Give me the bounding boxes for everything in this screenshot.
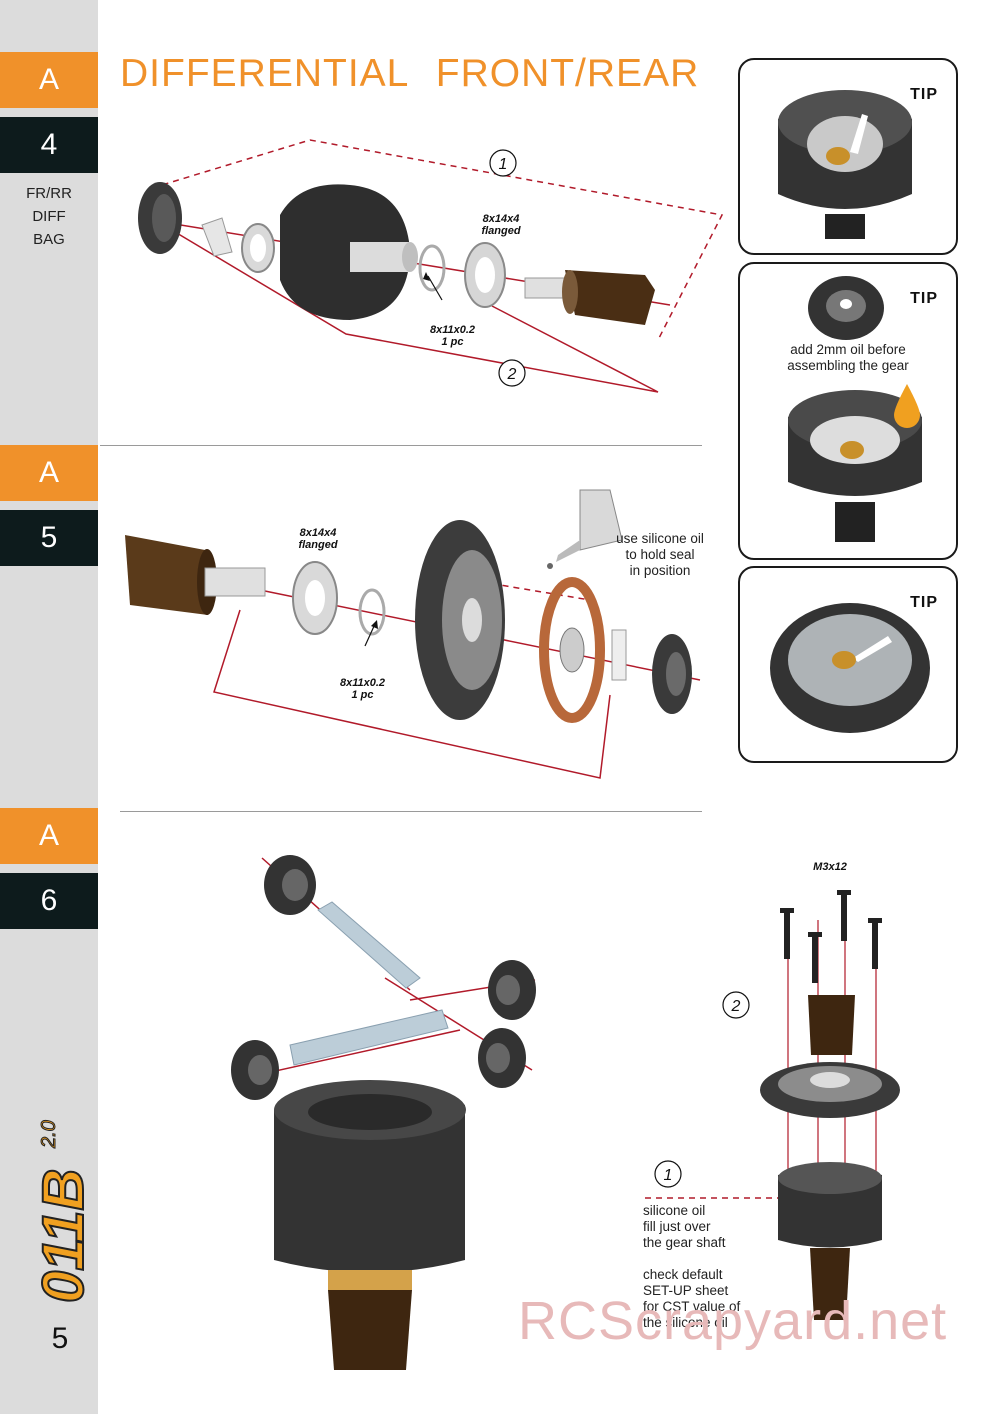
tip-2-note-line-1: add 2mm oil before: [790, 342, 906, 357]
step5-note-line-1: use silicone oil: [616, 531, 704, 546]
step-letter-a6: A: [0, 808, 98, 864]
bevel-gear-icon: [488, 960, 536, 1020]
step6-oil-note-line-3: the gear shaft: [643, 1235, 726, 1250]
step6-callout-1: 1: [664, 1167, 673, 1184]
product-logo-icon: 011B 2.0: [40, 1120, 96, 1304]
tip-2-note-line-2: assembling the gear: [787, 358, 909, 373]
step6-setup-note: check default SET-UP sheet for CST value…: [643, 1267, 773, 1331]
tip-2-note: add 2mm oil before assembling the gear: [740, 342, 956, 374]
step4-bearing-size: 8x14x4: [482, 213, 520, 225]
diff-case-icon: [778, 90, 912, 239]
section-divider: [100, 445, 702, 446]
step-number-5: 5: [0, 510, 98, 566]
diff-case-icon: [778, 1162, 882, 1320]
tip-box-2: TIP add 2mm oil before assembling the ge…: [738, 262, 958, 560]
oil-drop-icon: [894, 384, 920, 428]
step4-bearing-spec: 8x14x4 flanged: [465, 213, 537, 237]
ring-gear-icon: [415, 520, 505, 720]
oil-bottle-icon: [547, 489, 623, 569]
watermark: RCScrapyard.net: [518, 1291, 948, 1351]
diff-case-icon: [280, 184, 418, 320]
step6-oil-note-line-2: fill just over: [643, 1219, 711, 1234]
step4-washer-spec: 8x11x0.2 1 pc: [415, 324, 490, 348]
step6-setup-note-line-4: the silicone oil: [643, 1315, 728, 1330]
step6-assembly-diagram: 2 1: [645, 890, 900, 1320]
step5-washer-qty: 1 pc: [351, 689, 374, 701]
step4-bearing-type: flanged: [481, 225, 521, 237]
bevel-gear-icon: [231, 1040, 279, 1100]
step6-callout-2: 2: [731, 998, 741, 1015]
step4-washer-size: 8x11x0.2: [429, 324, 476, 336]
step6-screw-spec: M3x12: [813, 861, 847, 873]
step4-washer-qty: 1 pc: [441, 336, 464, 348]
step5-note-line-3: in position: [629, 563, 691, 578]
page-title: DIFFERENTIAL FRONT/REAR: [120, 52, 700, 95]
diff-case-icon: [274, 1080, 466, 1370]
outdrive-cup-icon: [562, 270, 655, 325]
tip-label: TIP: [910, 290, 938, 307]
step6-setup-note-line-2: SET-UP sheet: [643, 1283, 729, 1298]
tip-label: TIP: [910, 86, 938, 103]
step4-callout-1: 1: [499, 156, 508, 173]
tip-label: TIP: [910, 594, 938, 611]
outdrive-cup-icon: [808, 995, 855, 1055]
step6-setup-note-line-1: check default: [643, 1267, 723, 1282]
bag-label-line-1: FR/RR: [26, 185, 72, 202]
diff-case-icon: [788, 390, 922, 542]
step5-bearing-spec: 8x14x4 flanged: [282, 527, 354, 551]
step5-silicone-note: use silicone oil to hold seal in positio…: [607, 531, 713, 579]
step-letter-a4: A: [0, 52, 98, 108]
bevel-gear-icon: [478, 1028, 526, 1088]
svg-text:2.0: 2.0: [40, 1120, 60, 1149]
pinion-gear-icon: [138, 182, 182, 254]
step4-exploded-diagram: 1 2: [138, 139, 724, 393]
step5-bearing-size: 8x14x4: [299, 527, 337, 539]
step-number-6: 6: [0, 873, 98, 929]
step6-setup-note-line-3: for CST value of: [643, 1299, 741, 1314]
step6-gear-shaft-diagram: [231, 855, 536, 1370]
step-letter-a5: A: [0, 445, 98, 501]
step5-bearing-type: flanged: [298, 539, 338, 551]
ring-gear-icon: [760, 1062, 900, 1118]
bag-label: FR/RR DIFF BAG: [0, 182, 98, 251]
step5-note-line-2: to hold seal: [625, 547, 695, 562]
ring-gear-icon: [770, 603, 930, 733]
step6-oil-note-line-1: silicone oil: [643, 1203, 706, 1218]
step4-callout-2: 2: [507, 366, 517, 383]
section-divider: [120, 811, 702, 812]
step-number-4: 4: [0, 117, 98, 173]
step5-washer-size: 8x11x0.2: [339, 677, 386, 689]
step6-oil-note: silicone oil fill just over the gear sha…: [643, 1203, 763, 1251]
bag-label-line-3: BAG: [33, 231, 65, 248]
tip-box-1: TIP: [738, 58, 958, 255]
page-number: 5: [51, 1322, 69, 1355]
sidebar: A 4 FR/RR DIFF BAG A 5 A 6: [0, 0, 98, 1414]
bag-label-line-2: DIFF: [32, 208, 66, 225]
outdrive-cup-icon: [125, 535, 266, 615]
tip-box-3: TIP: [738, 566, 958, 763]
step5-washer-spec: 8x11x0.2 1 pc: [325, 677, 400, 701]
step5-exploded-diagram: [125, 489, 701, 779]
bevel-gear-icon: [808, 276, 884, 340]
screw-icon: [780, 890, 882, 983]
bevel-gear-icon: [264, 855, 316, 915]
svg-text:011B: 011B: [40, 1169, 96, 1303]
bevel-gear-icon: [652, 634, 692, 714]
